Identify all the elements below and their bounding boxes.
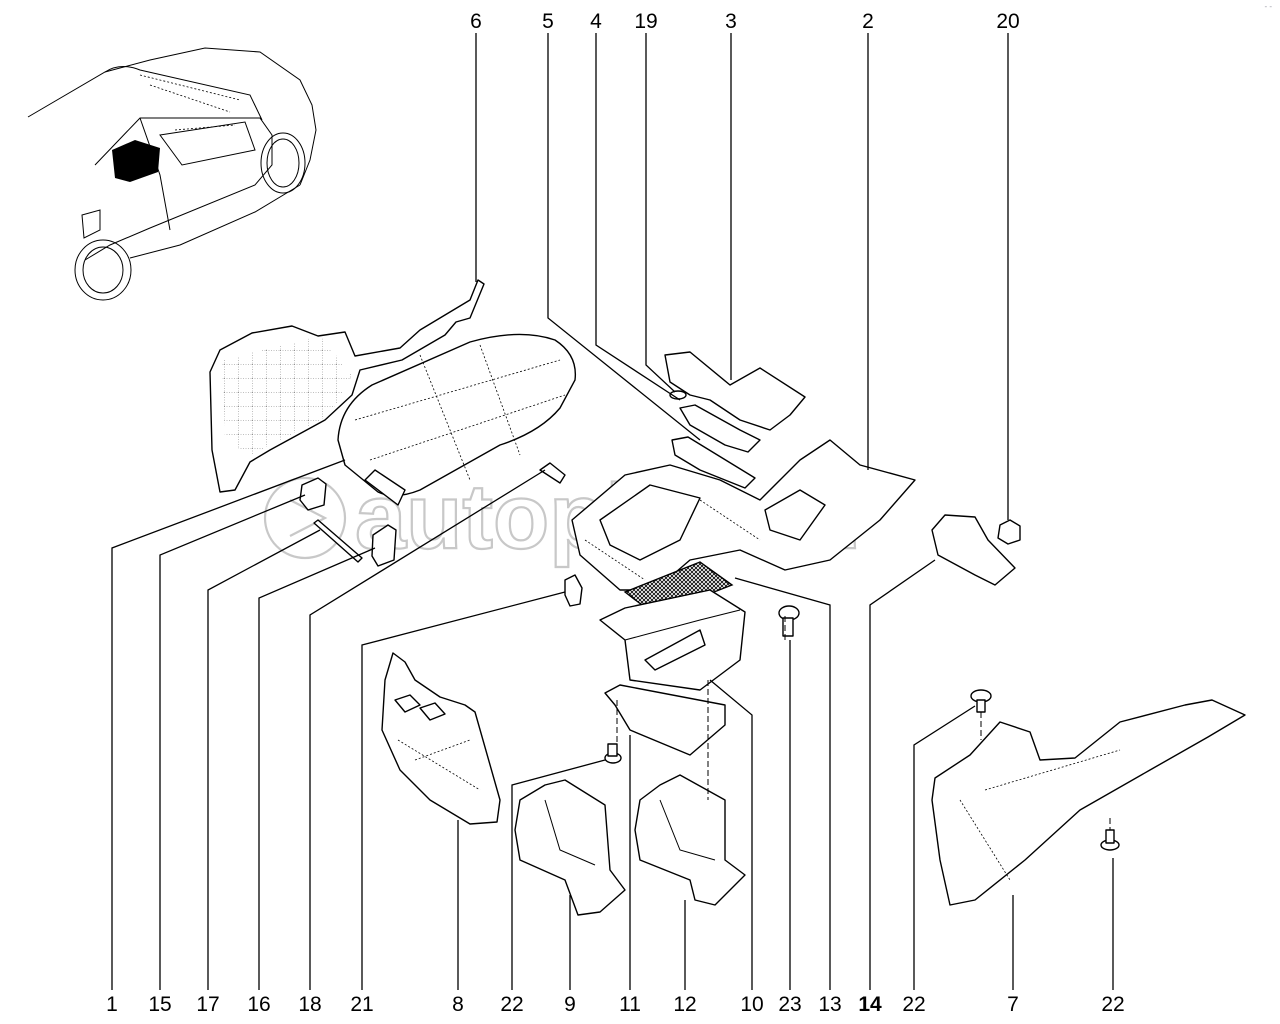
callout-22b: 22 bbox=[902, 993, 925, 1016]
callout-6: 6 bbox=[470, 10, 482, 33]
callout-12: 12 bbox=[673, 993, 696, 1016]
part-6-side-panel bbox=[209, 279, 485, 493]
callout-13: 13 bbox=[818, 993, 841, 1016]
callout-16: 16 bbox=[247, 993, 270, 1016]
callouts-bottom: 1 15 17 16 18 21 8 22 9 11 12 10 23 13 1… bbox=[106, 993, 1125, 1016]
callout-20: 20 bbox=[996, 10, 1019, 33]
callout-10: 10 bbox=[740, 993, 763, 1016]
callout-11: 11 bbox=[619, 993, 641, 1016]
part-9-bracket bbox=[514, 779, 626, 916]
part-13-console-frame bbox=[571, 439, 916, 591]
callout-4: 4 bbox=[590, 10, 602, 33]
callout-15: 15 bbox=[148, 993, 171, 1016]
callout-5: 5 bbox=[542, 10, 554, 33]
part-17-rod bbox=[313, 519, 363, 563]
part-5-strip bbox=[671, 436, 756, 489]
callouts-top: 6 5 4 19 3 2 20 bbox=[470, 10, 1020, 33]
callout-3: 3 bbox=[725, 10, 737, 33]
part-22-screw-top bbox=[970, 689, 992, 713]
callout-19: 19 bbox=[634, 10, 657, 33]
callout-9: 9 bbox=[564, 993, 576, 1016]
part-7-side-trim bbox=[931, 699, 1246, 906]
callout-21: 21 bbox=[350, 993, 373, 1016]
callout-23: 23 bbox=[778, 993, 801, 1016]
callout-22c: 22 bbox=[1101, 993, 1124, 1016]
leader-lines bbox=[111, 33, 1114, 990]
part-14-mount-bracket bbox=[931, 514, 1016, 586]
callout-18: 18 bbox=[298, 993, 321, 1016]
part-20-nut bbox=[997, 519, 1021, 545]
part-23-screw bbox=[778, 605, 800, 637]
callout-8: 8 bbox=[452, 993, 464, 1016]
part-15-clip bbox=[299, 477, 327, 511]
part-12-lower-bracket bbox=[634, 774, 746, 906]
part-16-bracket bbox=[371, 524, 397, 567]
part-1-armrest-lid bbox=[337, 333, 577, 506]
corner-mark: - - bbox=[1264, 2, 1272, 11]
callout-14: 14 bbox=[858, 993, 882, 1016]
callout-2: 2 bbox=[862, 10, 874, 33]
callout-1: 1 bbox=[106, 993, 118, 1016]
part-22-screw-bottom bbox=[1100, 829, 1120, 851]
part-3-trim-cover bbox=[664, 351, 806, 431]
callout-22: 22 bbox=[500, 993, 523, 1016]
callout-17: 17 bbox=[196, 993, 219, 1016]
part-18-clip bbox=[539, 462, 566, 484]
part-12-tray bbox=[604, 684, 726, 756]
part-4-bracket bbox=[679, 404, 761, 453]
part-8-front-cover bbox=[381, 652, 501, 825]
part-11-storage-bin bbox=[599, 589, 746, 691]
callout-7: 7 bbox=[1007, 993, 1019, 1016]
part-22-bolt bbox=[604, 743, 622, 764]
vehicle-locator-icon bbox=[27, 47, 317, 301]
part-22-clip-left bbox=[564, 574, 583, 607]
